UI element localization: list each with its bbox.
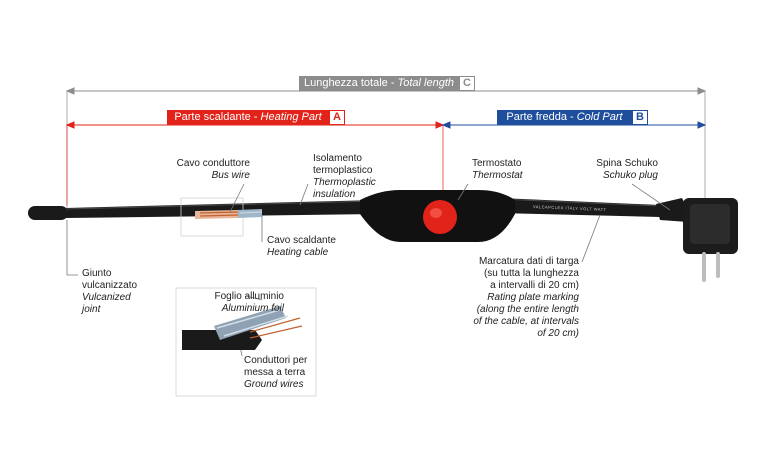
heating-cable	[28, 197, 379, 237]
total-length-label-en: Total length	[397, 77, 455, 89]
rating-label-en-3: of the cable, at intervals	[473, 316, 579, 327]
rating-label-en-1: Rating plate marking	[487, 292, 579, 303]
thermostat-callout: Termostato Thermostat	[472, 158, 523, 182]
heating-part-band: Parte scaldante - Heating Part A	[167, 110, 345, 125]
thermostat-button-icon	[423, 200, 457, 234]
foil-label-en: Aluminium foil	[221, 303, 284, 314]
rating-callout: Marcatura dati di targa (su tutta la lun…	[455, 256, 579, 340]
heating-part-label: Parte scaldante -	[174, 111, 261, 123]
cold-part-label: Parte fredda -	[506, 111, 577, 123]
ground-label-1: Conduttori per	[244, 355, 308, 366]
heating-cable-label: Cavo scaldante	[267, 235, 336, 246]
ground-label-en: Ground wires	[244, 379, 304, 390]
total-length-label: Lunghezza totale -	[303, 77, 398, 89]
cold-cable	[499, 198, 661, 217]
plug-label: Spina Schuko	[596, 158, 658, 169]
rating-label-1: Marcatura dati di targa	[478, 256, 579, 267]
joint-label-en-1: Vulcanized	[82, 292, 131, 303]
foil-callout: Foglio alluminio Aluminium foil	[180, 291, 284, 315]
ground-label-2: messa a terra	[244, 367, 306, 378]
plug-callout: Spina Schuko Schuko plug	[580, 158, 658, 182]
bus-wire-label: Cavo conduttore	[176, 158, 250, 169]
cold-part-dimension	[441, 121, 707, 129]
thermostat-label: Termostato	[472, 158, 522, 169]
heating-part-label-en: Heating Part	[260, 111, 322, 123]
insulation-callout: Isolamento termoplastico Thermoplastic i…	[313, 153, 376, 201]
joint-callout: Giunto vulcanizzato Vulcanized joint	[82, 268, 137, 316]
bus-wire-label-en: Bus wire	[211, 170, 250, 181]
joint-label-2: vulcanizzato	[82, 280, 138, 291]
thermostat	[360, 190, 515, 242]
cold-part-band: Parte fredda - Cold Part B	[497, 110, 648, 125]
joint-label-en-2: joint	[82, 304, 101, 315]
insulation-label-1: Isolamento	[313, 153, 362, 164]
rating-label-3: a intervalli di 20 cm)	[490, 280, 579, 291]
ground-callout: Conduttori per messa a terra Ground wire…	[244, 355, 307, 391]
cold-part-letter: B	[632, 110, 648, 125]
rating-label-2: (su tutta la lunghezza	[483, 268, 579, 279]
total-length-letter: C	[459, 76, 475, 91]
leader-lines	[66, 183, 671, 357]
rating-label-en-4: of 20 cm)	[537, 328, 579, 339]
total-length-band: Lunghezza totale - Total length C	[299, 76, 475, 91]
joint-label-1: Giunto	[82, 268, 112, 279]
insulation-label-2: termoplastico	[313, 165, 373, 176]
insulation-label-en-1: Thermoplastic	[313, 177, 376, 188]
heating-cable-label-en: Heating cable	[267, 247, 329, 258]
insulation-label-en-2: insulation	[313, 189, 356, 200]
inset-detail	[175, 287, 317, 397]
foil-label: Foglio alluminio	[214, 291, 284, 302]
heating-cable-callout: Cavo scaldante Heating cable	[267, 235, 336, 259]
schuko-plug-icon	[656, 198, 738, 282]
cold-part-label-en: Cold Part	[576, 111, 623, 123]
bus-wire-callout: Cavo conduttore Bus wire	[160, 158, 250, 182]
rating-label-en-2: (along the entire length	[476, 304, 579, 315]
plug-label-en: Schuko plug	[602, 170, 658, 181]
thermostat-label-en: Thermostat	[472, 170, 523, 181]
heating-part-letter: A	[329, 110, 345, 125]
